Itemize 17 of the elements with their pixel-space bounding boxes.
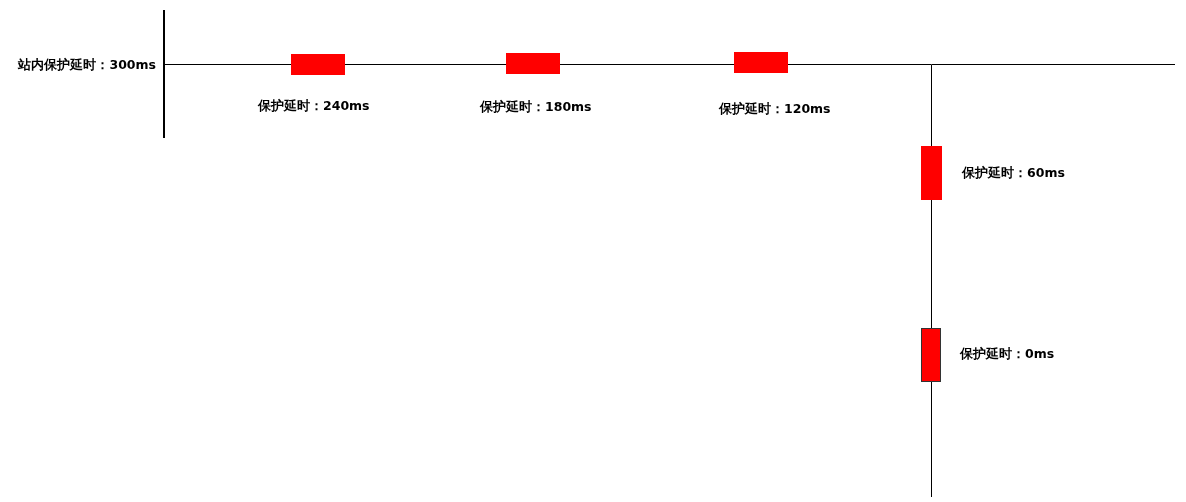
delay-label: 保护延时：60ms xyxy=(962,165,1065,181)
delay-label: 保护延时：240ms xyxy=(258,98,370,114)
wire-line xyxy=(164,64,292,65)
wire-line xyxy=(787,64,932,147)
breaker-block xyxy=(734,52,788,73)
breaker-block xyxy=(291,54,345,75)
wire-line xyxy=(559,64,735,65)
delay-label: 站内保护延时：300ms xyxy=(18,57,156,73)
breaker-block xyxy=(921,146,942,200)
breaker-block xyxy=(921,328,941,382)
delay-label: 保护延时：120ms xyxy=(719,101,831,117)
delay-label: 保护延时：180ms xyxy=(480,99,592,115)
wire-line xyxy=(344,64,507,65)
breaker-block xyxy=(506,53,560,74)
wire-line xyxy=(931,381,932,498)
delay-label: 保护延时：0ms xyxy=(960,346,1055,362)
wire-line xyxy=(931,199,932,329)
